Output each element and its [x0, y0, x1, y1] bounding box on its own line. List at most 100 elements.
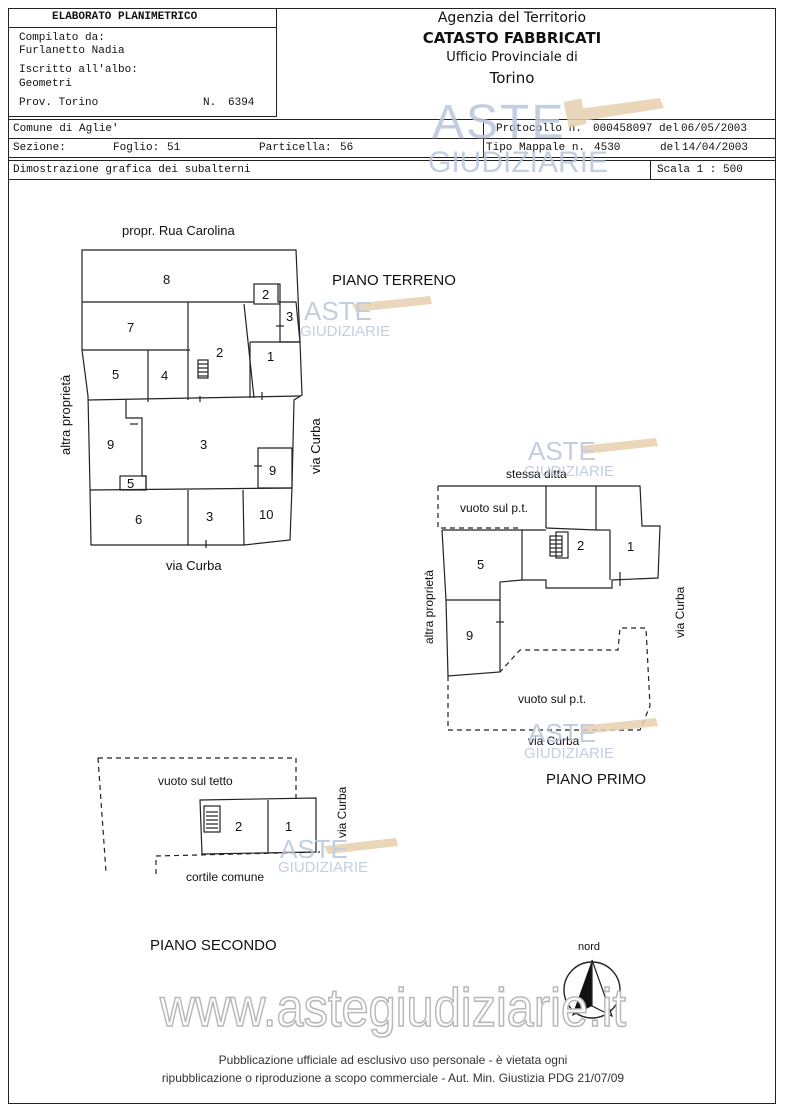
second-floor-south-label: cortile comune: [186, 870, 264, 884]
ground-floor-west-label: altra proprietà: [58, 374, 73, 455]
agency-line1: Agenzia del Territorio: [437, 10, 587, 26]
agency-line2: CATASTO FABBRICATI: [422, 29, 602, 47]
agency-line4: Torino: [489, 69, 535, 87]
unit-label: 10: [259, 507, 273, 522]
compiled-name: Furlanetto Nadia: [19, 45, 125, 57]
unit-label: 3: [206, 509, 213, 524]
aste-watermark: ASTE GIUDIZIARIE: [300, 296, 432, 340]
protocollo-value: 000458097: [593, 123, 653, 135]
unit-label: 2: [216, 345, 223, 360]
aste-brand-bottom: GIUDIZIARIE: [428, 146, 608, 179]
second-floor-title: PIANO SECONDO: [150, 937, 277, 954]
tipo-mappale-date: 14/04/2003: [682, 142, 749, 154]
unit-label: 3: [200, 437, 207, 452]
number-label: N.: [203, 97, 217, 109]
second-floor-void: [98, 757, 297, 798]
second-floor-east-label: via Curba: [335, 786, 349, 838]
north-label: nord: [578, 941, 600, 953]
first-floor-void-bottom: [447, 627, 651, 731]
second-floor-void-label: vuoto sul tetto: [158, 774, 233, 788]
aste-brand-top: ASTE: [528, 436, 596, 466]
aste-brand-bottom: GIUDIZIARIE: [278, 859, 368, 876]
unit-label: 2: [262, 287, 269, 302]
document-frame: [8, 8, 776, 1104]
aste-watermark-large: ASTE GIUDIZIARIE: [428, 96, 664, 179]
unit-label: 2: [235, 819, 242, 834]
first-floor-title: PIANO PRIMO: [546, 771, 646, 788]
scala: Scala 1 : 500: [657, 164, 743, 176]
aste-watermark: ASTE GIUDIZIARIE: [524, 436, 658, 480]
protocollo-date: 06/05/2003: [681, 123, 748, 135]
dimostrazione: Dimostrazione grafica dei subalterni: [13, 164, 251, 176]
unit-label: 4: [161, 368, 168, 383]
first-floor-void-top: [437, 486, 520, 529]
first-floor-south-label: via Curba: [528, 734, 580, 748]
ground-floor-north-label: propr. Rua Carolina: [122, 223, 235, 238]
gavel-icon: [324, 838, 398, 854]
unit-label: 5: [127, 476, 134, 491]
aste-brand-top: ASTE: [280, 834, 348, 864]
first-floor-west-label: altra proprietà: [422, 570, 436, 644]
compiled-label: Compilato da:: [19, 32, 105, 44]
aste-brand-top: ASTE: [304, 296, 372, 326]
scale-cell: [650, 160, 776, 180]
header-title: ELABORATO PLANIMETRICO: [52, 11, 198, 23]
protocollo-date-label: del: [659, 123, 679, 135]
gavel-icon: [352, 296, 432, 312]
aste-brand-bottom: GIUDIZIARIE: [300, 323, 390, 340]
north-arrow-icon: nord: [563, 941, 621, 1019]
unit-label: 1: [627, 539, 634, 554]
number-value: 6394: [228, 97, 255, 109]
protocol-cell: [483, 119, 776, 158]
comune: Comune di Aglie': [13, 123, 119, 135]
unit-label: 3: [286, 309, 293, 324]
tipo-mappale-date-label: del: [660, 142, 680, 154]
ground-floor-title: PIANO TERRENO: [332, 272, 456, 289]
aste-brand-bottom: GIUDIZIARIE: [524, 463, 614, 480]
unit-label: 9: [466, 628, 473, 643]
ground-floor-south-label: via Curba: [166, 558, 222, 573]
ground-floor-east-label: via Curba: [308, 418, 323, 474]
agency-block: Agenzia del Territorio CATASTO FABBRICAT…: [396, 8, 628, 88]
aste-watermark: ASTE GIUDIZIARIE: [278, 834, 398, 876]
sezione-label: Sezione:: [13, 142, 66, 154]
registered-label: Iscritto all'albo:: [19, 64, 138, 76]
aste-watermark: ASTE GIUDIZIARIE: [524, 718, 658, 762]
unit-label: 2: [577, 538, 584, 553]
second-floor-outline: [199, 797, 317, 855]
unit-label: 1: [267, 349, 274, 364]
header-title-box: [8, 8, 277, 28]
first-floor-outline: [442, 485, 661, 589]
first-floor-east-label: via Curba: [673, 586, 687, 638]
tipo-mappale-label: Tipo Mappale n.: [486, 142, 586, 154]
foglio-label: Foglio:: [113, 142, 160, 154]
foglio-value: 51: [167, 142, 181, 154]
particella-label: Particella:: [259, 142, 332, 154]
tipo-mappale-value: 4530: [594, 142, 621, 154]
unit-label: 9: [107, 437, 114, 452]
gavel-icon: [580, 718, 658, 734]
gavel-icon: [570, 98, 664, 122]
unit-label: 8: [163, 272, 170, 287]
unit-label: 7: [127, 320, 134, 335]
unit-label: 5: [477, 557, 484, 572]
first-floor-void-top-label: vuoto sul p.t.: [460, 501, 528, 515]
site-watermark: www.astegiudiziarie.it: [159, 978, 626, 1038]
unit-label: 1: [285, 819, 292, 834]
unit-label: 6: [135, 512, 142, 527]
particella-value: 56: [340, 142, 354, 154]
unit-label: 9: [269, 463, 276, 478]
first-floor-north-label: stessa ditta: [506, 467, 567, 481]
aste-brand-top: ASTE: [432, 96, 565, 149]
unit-label: 5: [112, 367, 119, 382]
registered-value: Geometri: [19, 78, 72, 90]
gavel-icon: [580, 438, 658, 454]
province: Prov. Torino: [19, 97, 99, 109]
aste-brand-bottom: GIUDIZIARIE: [524, 745, 614, 762]
footer-line2: ripubblicazione o riproduzione a scopo c…: [161, 1071, 625, 1085]
aste-brand-top: ASTE: [528, 718, 596, 748]
footer-line1: Pubblicazione ufficiale ad esclusivo uso…: [218, 1053, 568, 1067]
protocollo-label: Protocollo n.: [496, 123, 582, 135]
first-floor-void-bottom-label: vuoto sul p.t.: [518, 692, 586, 706]
